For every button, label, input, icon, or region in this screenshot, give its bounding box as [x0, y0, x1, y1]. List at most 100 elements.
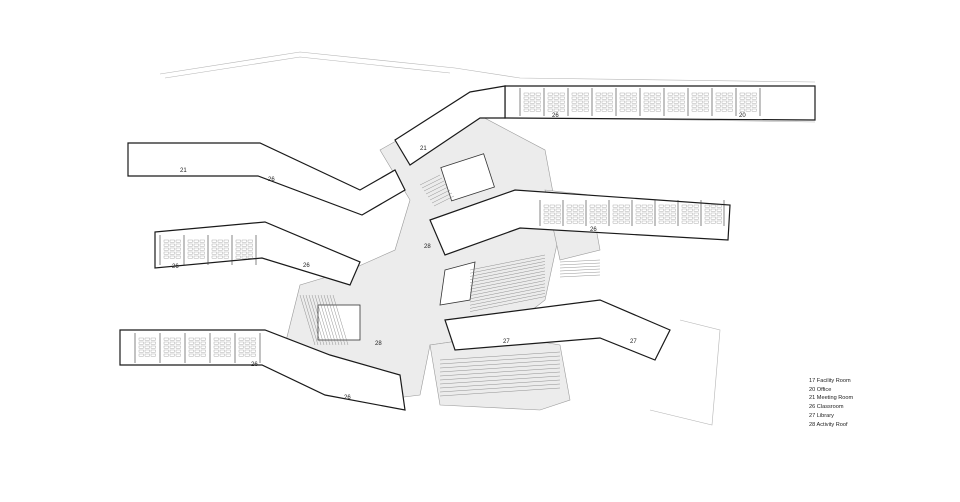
desk	[225, 337, 231, 341]
legend-item: 21 Meeting Room	[809, 394, 919, 403]
desk	[553, 92, 559, 96]
desk	[543, 216, 549, 220]
desk	[175, 247, 181, 251]
desk	[589, 220, 595, 224]
desk	[144, 341, 150, 345]
desk	[727, 96, 733, 100]
desk	[583, 104, 589, 108]
desk	[150, 353, 156, 357]
desk	[555, 220, 561, 224]
desk	[241, 251, 247, 255]
desk	[577, 108, 583, 112]
desk	[578, 204, 584, 208]
desk	[667, 96, 673, 100]
stair-tread	[559, 262, 601, 266]
desk	[745, 104, 751, 108]
desk	[647, 204, 653, 208]
stair-tread	[469, 254, 546, 271]
desk	[223, 243, 229, 247]
desk	[223, 239, 229, 243]
desk	[635, 212, 641, 216]
desk	[238, 349, 244, 353]
desk	[169, 239, 175, 243]
desk	[241, 255, 247, 259]
desk	[217, 239, 223, 243]
stair-tread	[439, 351, 561, 361]
desk	[655, 104, 661, 108]
legend-label: Meeting Room	[816, 395, 854, 402]
desk	[199, 247, 205, 251]
desk	[697, 100, 703, 104]
desk	[213, 341, 219, 345]
wing-top-diagonal	[394, 85, 506, 166]
desk	[529, 100, 535, 104]
desk	[187, 243, 193, 247]
desk	[150, 341, 156, 345]
desk	[710, 220, 716, 224]
desk	[572, 204, 578, 208]
desk	[577, 104, 583, 108]
stair-tread	[439, 371, 561, 381]
desk	[673, 96, 679, 100]
desk-grids	[138, 92, 757, 357]
desk	[589, 212, 595, 216]
room-label-left-meeting: 21	[180, 168, 187, 174]
desk	[670, 216, 676, 220]
desk	[217, 247, 223, 251]
desk	[655, 108, 661, 112]
desk	[595, 216, 601, 220]
desk	[625, 92, 631, 96]
room-label-lower-classroom-a: 26	[251, 362, 258, 368]
desk	[241, 247, 247, 251]
desk	[163, 239, 169, 243]
desk	[618, 204, 624, 208]
legend-item: 20 Office	[809, 386, 919, 395]
stair-tread	[559, 265, 601, 269]
desk	[194, 337, 200, 341]
desk	[566, 216, 572, 220]
stair-tread	[469, 290, 546, 306]
desk	[703, 104, 709, 108]
desk	[193, 239, 199, 243]
desk	[566, 208, 572, 212]
desk	[607, 96, 613, 100]
desk	[219, 353, 225, 357]
desk	[223, 251, 229, 255]
legend-num: 17	[809, 378, 816, 384]
desk	[219, 349, 225, 353]
desk	[559, 100, 565, 104]
stair-tread	[425, 183, 447, 195]
desk	[219, 345, 225, 349]
desk	[211, 239, 217, 243]
desk	[693, 208, 699, 212]
desk	[535, 92, 541, 96]
desk	[163, 341, 169, 345]
room-label-upper-classroom-b: 21	[420, 146, 427, 152]
desk	[144, 337, 150, 341]
desk	[225, 353, 231, 357]
desk	[175, 349, 181, 353]
desk	[643, 100, 649, 104]
desk	[595, 104, 601, 108]
stair-tread	[329, 294, 346, 346]
desk	[169, 341, 175, 345]
desk	[244, 349, 250, 353]
desk	[577, 92, 583, 96]
desk	[619, 108, 625, 112]
desk	[572, 212, 578, 216]
desk	[555, 212, 561, 216]
desk	[624, 208, 630, 212]
desk	[225, 341, 231, 345]
desk	[716, 212, 722, 216]
desk	[559, 108, 565, 112]
desk	[643, 108, 649, 112]
desk	[549, 216, 555, 220]
desk	[169, 353, 175, 357]
desk	[169, 337, 175, 341]
desk	[163, 345, 169, 349]
desk	[543, 212, 549, 216]
stair-tread	[332, 294, 349, 346]
desk	[664, 220, 670, 224]
desk	[225, 349, 231, 353]
desk	[607, 108, 613, 112]
